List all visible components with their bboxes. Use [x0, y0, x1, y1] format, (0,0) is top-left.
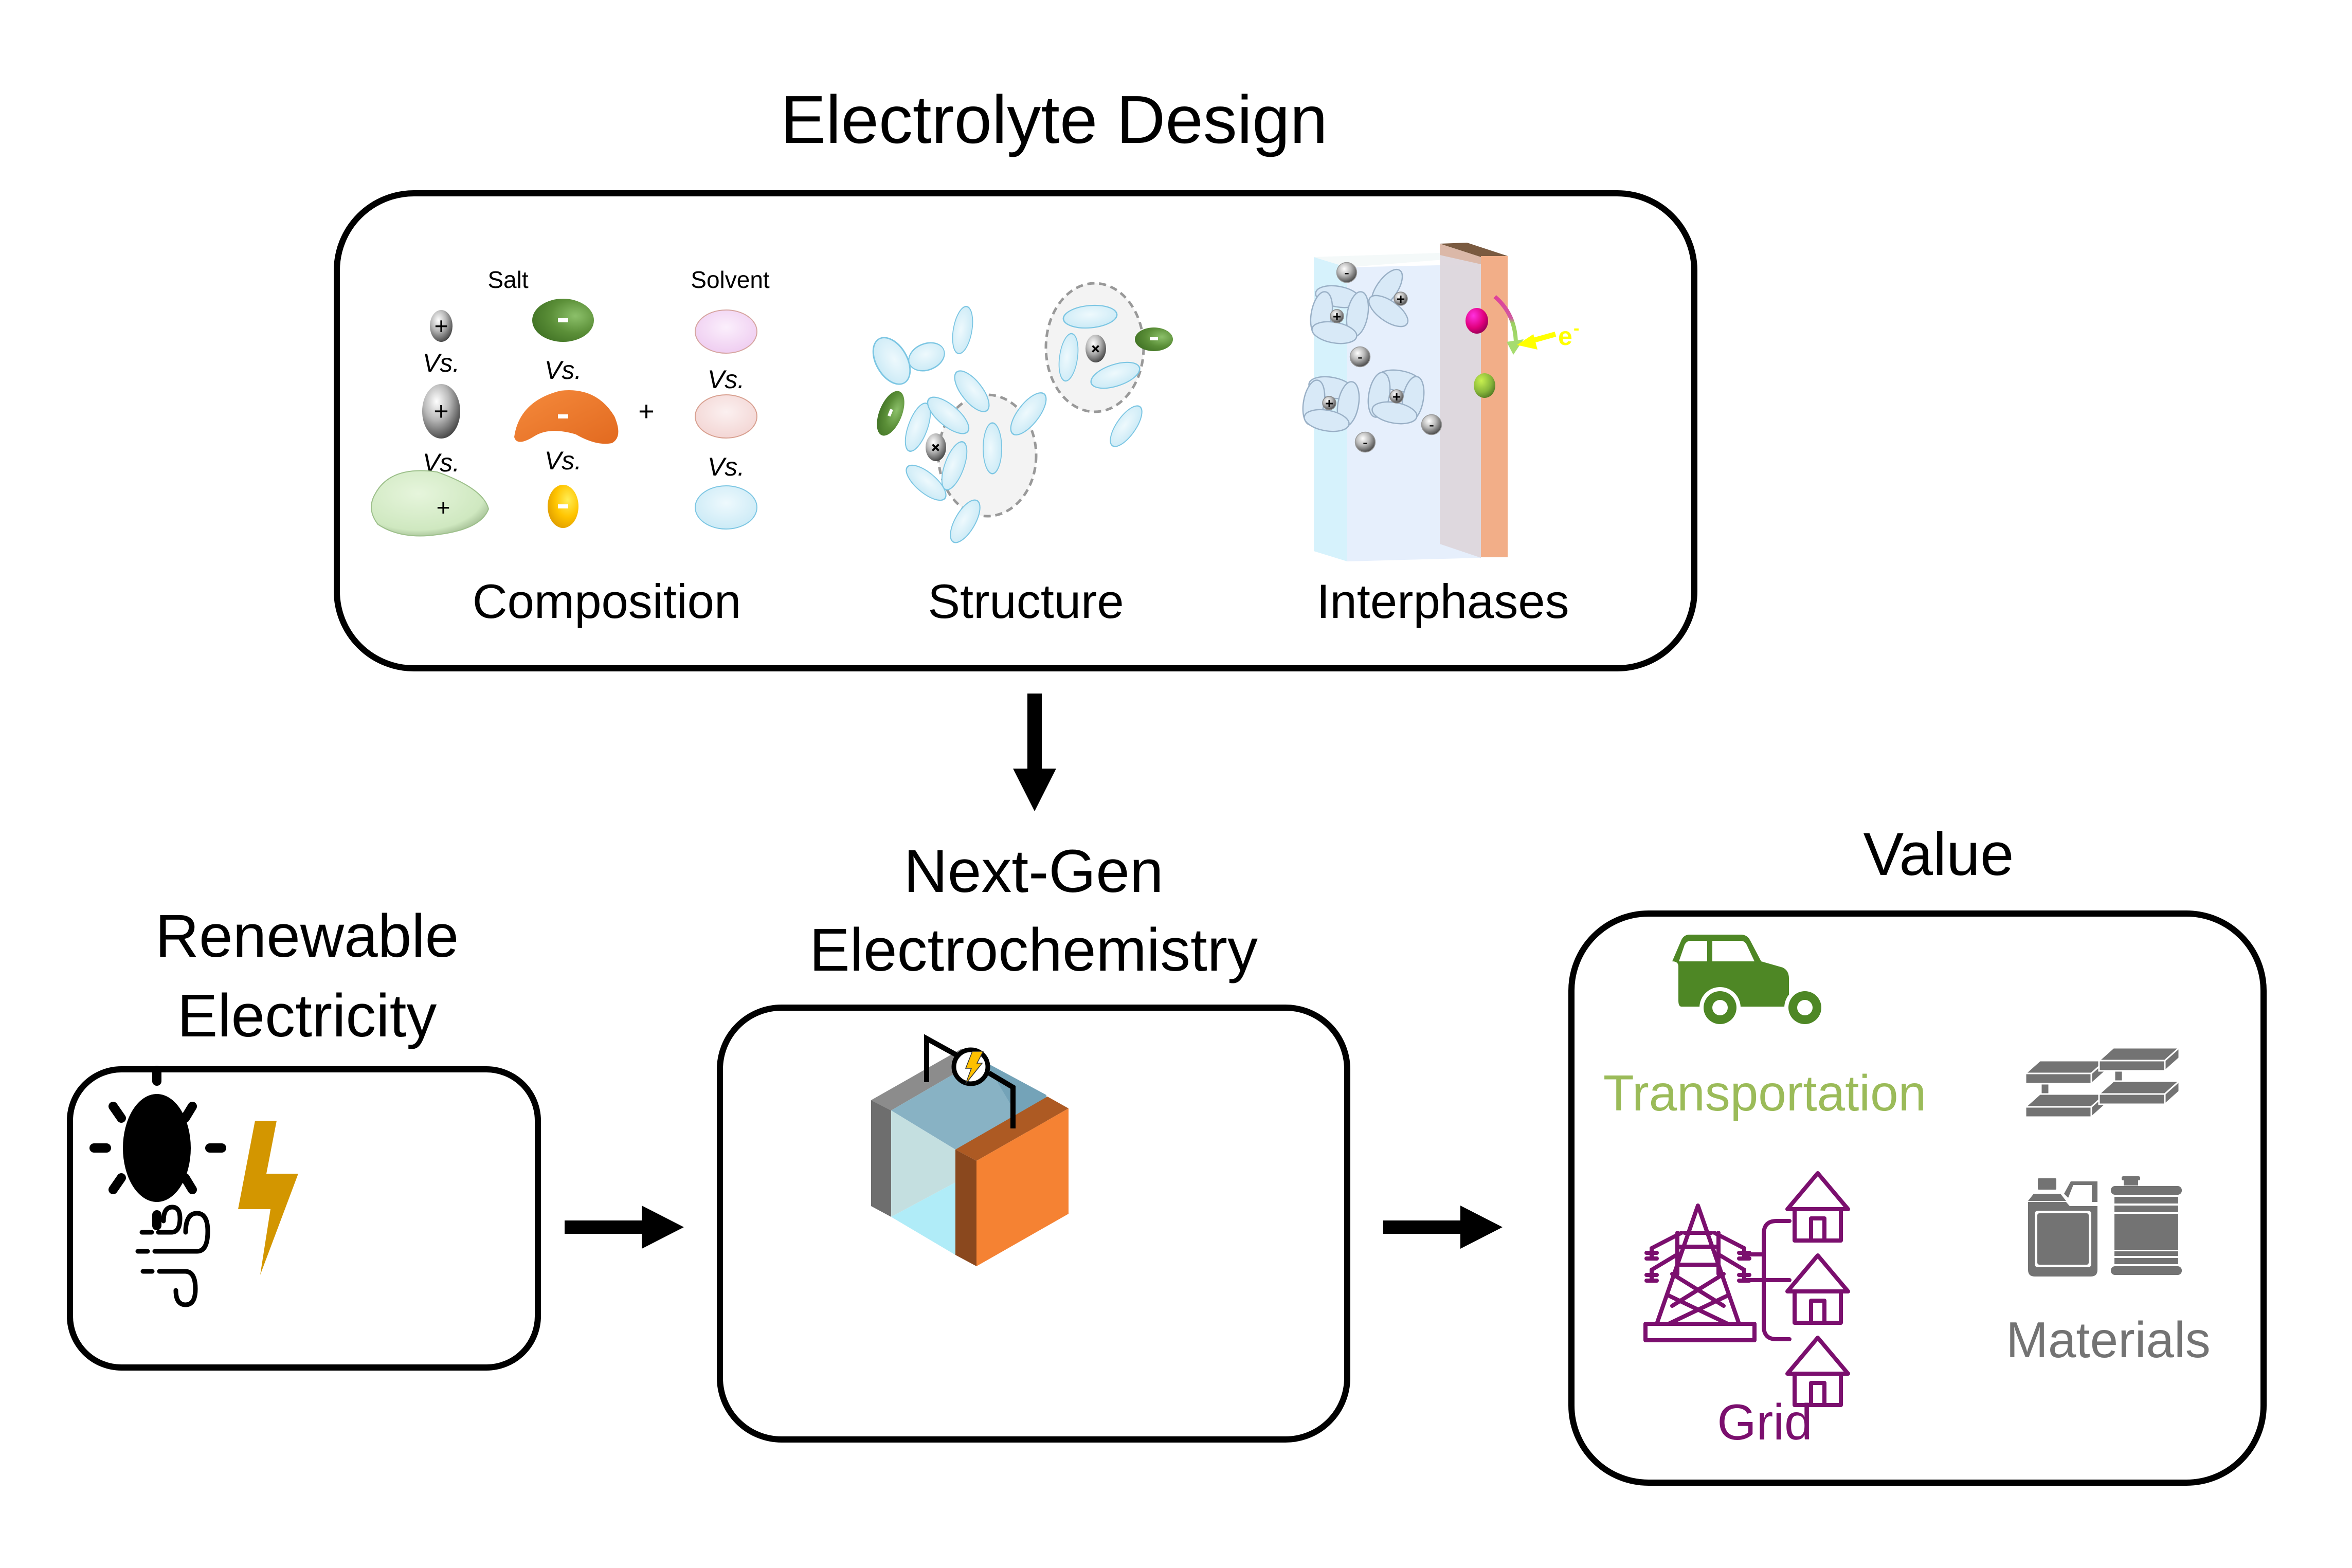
right-arrow — [1383, 1206, 1503, 1249]
lightning-icon — [238, 1121, 298, 1275]
cation-in-shell: + — [1085, 335, 1106, 362]
oxidized-species — [1466, 308, 1488, 334]
anion-free — [1135, 327, 1173, 351]
transportation-label: Transportation — [1603, 1065, 1926, 1121]
anion-green-ellipsoid — [532, 299, 594, 342]
cation-large-grey: + — [422, 384, 460, 439]
solvated-cation: + — [1307, 282, 1372, 348]
grid-label: Grid — [1717, 1394, 1812, 1450]
svg-text:-: - — [1344, 264, 1349, 281]
vs-label: Vs. — [545, 356, 582, 385]
nextgen-title-line2: Electrochemistry — [809, 916, 1258, 984]
anion-free — [877, 391, 904, 436]
solvated-cation: + — [1299, 373, 1363, 435]
chemical-containers-icon — [2028, 1176, 2182, 1277]
vs-label: Vs. — [423, 349, 460, 377]
anion-orange-bent — [514, 390, 619, 444]
car-icon — [1672, 935, 1825, 1028]
materials-label: Materials — [2006, 1311, 2211, 1368]
steel-beams-icon — [2023, 1046, 2181, 1119]
svg-text:+: + — [1325, 395, 1333, 411]
renewable-title-line1: Renewable — [155, 902, 459, 970]
electrolyte-design-title: Electrolyte Design — [781, 82, 1328, 157]
house-icon — [1785, 1336, 1850, 1407]
solvent-blue — [695, 485, 757, 530]
plus-sign: + — [638, 396, 655, 427]
nextgen-title-line1: Next-Gen — [904, 837, 1164, 905]
free-anion: - — [1349, 346, 1371, 368]
electron-transfer-arrow: e - — [1517, 319, 1579, 351]
reduction-arrowhead — [1507, 339, 1524, 355]
solvent-molecule — [982, 422, 1003, 475]
cation-in-shell: + — [925, 433, 946, 461]
vs-label: Vs. — [708, 452, 745, 481]
svg-text:-: - — [1429, 416, 1434, 433]
cation-sign: + — [433, 397, 448, 426]
reduced-species — [1474, 373, 1495, 398]
solvent-peach — [695, 394, 757, 439]
power-source-lightning-icon — [965, 1051, 984, 1084]
structure-label: Structure — [928, 574, 1124, 628]
electrode — [1481, 256, 1508, 557]
sun-icon — [89, 1066, 226, 1230]
solvated-cation: + — [1364, 366, 1428, 428]
anion-minus — [558, 318, 568, 322]
cation-green-polyatomic: + — [371, 470, 490, 537]
anion-yellow-small — [548, 485, 578, 528]
anion-minus — [558, 414, 568, 418]
free-anion: - — [1336, 262, 1358, 283]
interphases-label: Interphases — [1316, 574, 1569, 628]
salt-label: Salt — [487, 266, 528, 293]
solvated-cation: + — [1363, 264, 1414, 333]
svg-text:+: + — [1397, 291, 1405, 307]
free-anion: - — [1354, 431, 1376, 453]
svg-text:-: - — [1358, 349, 1363, 366]
electron-superscript: - — [1573, 319, 1579, 338]
solvent-pink — [695, 309, 757, 354]
vs-label: Vs. — [708, 365, 745, 394]
structure-section: + + Structure — [864, 282, 1173, 628]
composition-section: Salt Solvent + Vs. + Vs. + Vs. Vs. — [371, 266, 770, 628]
cation-sign: + — [435, 313, 448, 339]
solvent-label: Solvent — [691, 266, 770, 293]
electron-label: e — [1558, 322, 1572, 351]
interphases-section: + + + + - - - - — [1299, 243, 1579, 628]
down-arrow — [1013, 694, 1056, 811]
cation-sign: + — [437, 494, 450, 521]
electrode-top — [1440, 243, 1508, 257]
grid-icon — [1643, 1171, 1850, 1407]
vs-label: Vs. — [545, 446, 582, 475]
svg-text:+: + — [1392, 389, 1401, 405]
wind-icon — [135, 1205, 210, 1307]
house-icon — [1785, 1171, 1850, 1243]
svg-text:-: - — [1363, 434, 1368, 451]
cation-small-grey: + — [430, 310, 453, 342]
reduction-arrow — [1493, 295, 1518, 345]
house-icon — [1785, 1253, 1850, 1325]
free-anion: - — [1421, 414, 1442, 435]
interphase-layer — [1440, 244, 1481, 558]
composition-label: Composition — [473, 574, 741, 628]
right-arrow — [565, 1206, 684, 1249]
value-title: Value — [1863, 821, 2014, 888]
electrochemical-cell-icon — [871, 1034, 1069, 1266]
svg-text:+: + — [1333, 308, 1341, 324]
anion-minus — [558, 504, 568, 508]
renewable-title-line2: Electricity — [177, 982, 437, 1050]
